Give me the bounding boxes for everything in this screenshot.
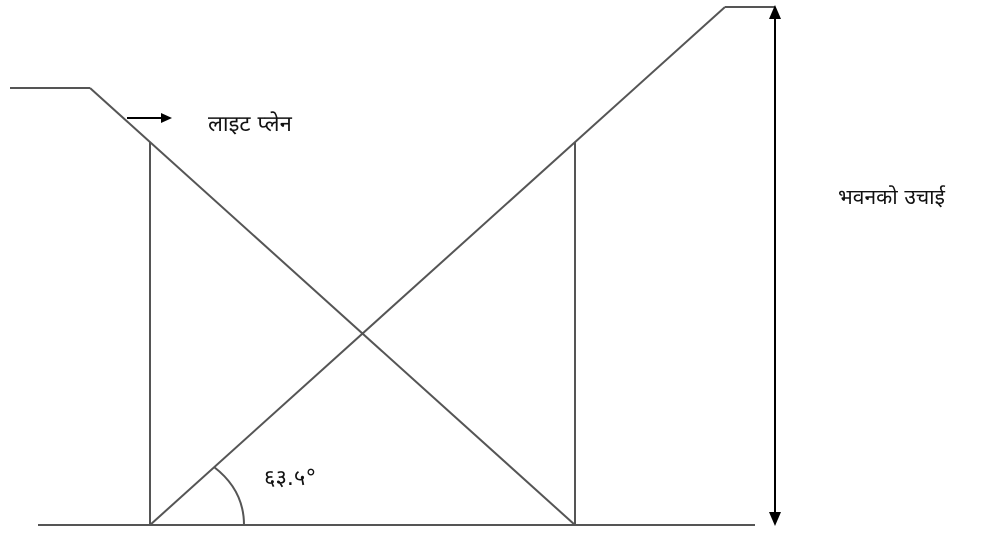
light-plane-pointer-head	[161, 113, 172, 123]
descending-light-plane-line	[89, 87, 576, 526]
building-height-label: भवनको उचाई	[838, 185, 946, 209]
angle-arc	[213, 466, 245, 526]
angle-label: ६३.५°	[264, 466, 316, 491]
light-plane-label: लाइट प्लेन	[208, 111, 293, 137]
height-arrow-bottom	[769, 512, 781, 526]
height-arrow-top	[769, 5, 781, 19]
ascending-light-plane-line	[149, 6, 726, 526]
